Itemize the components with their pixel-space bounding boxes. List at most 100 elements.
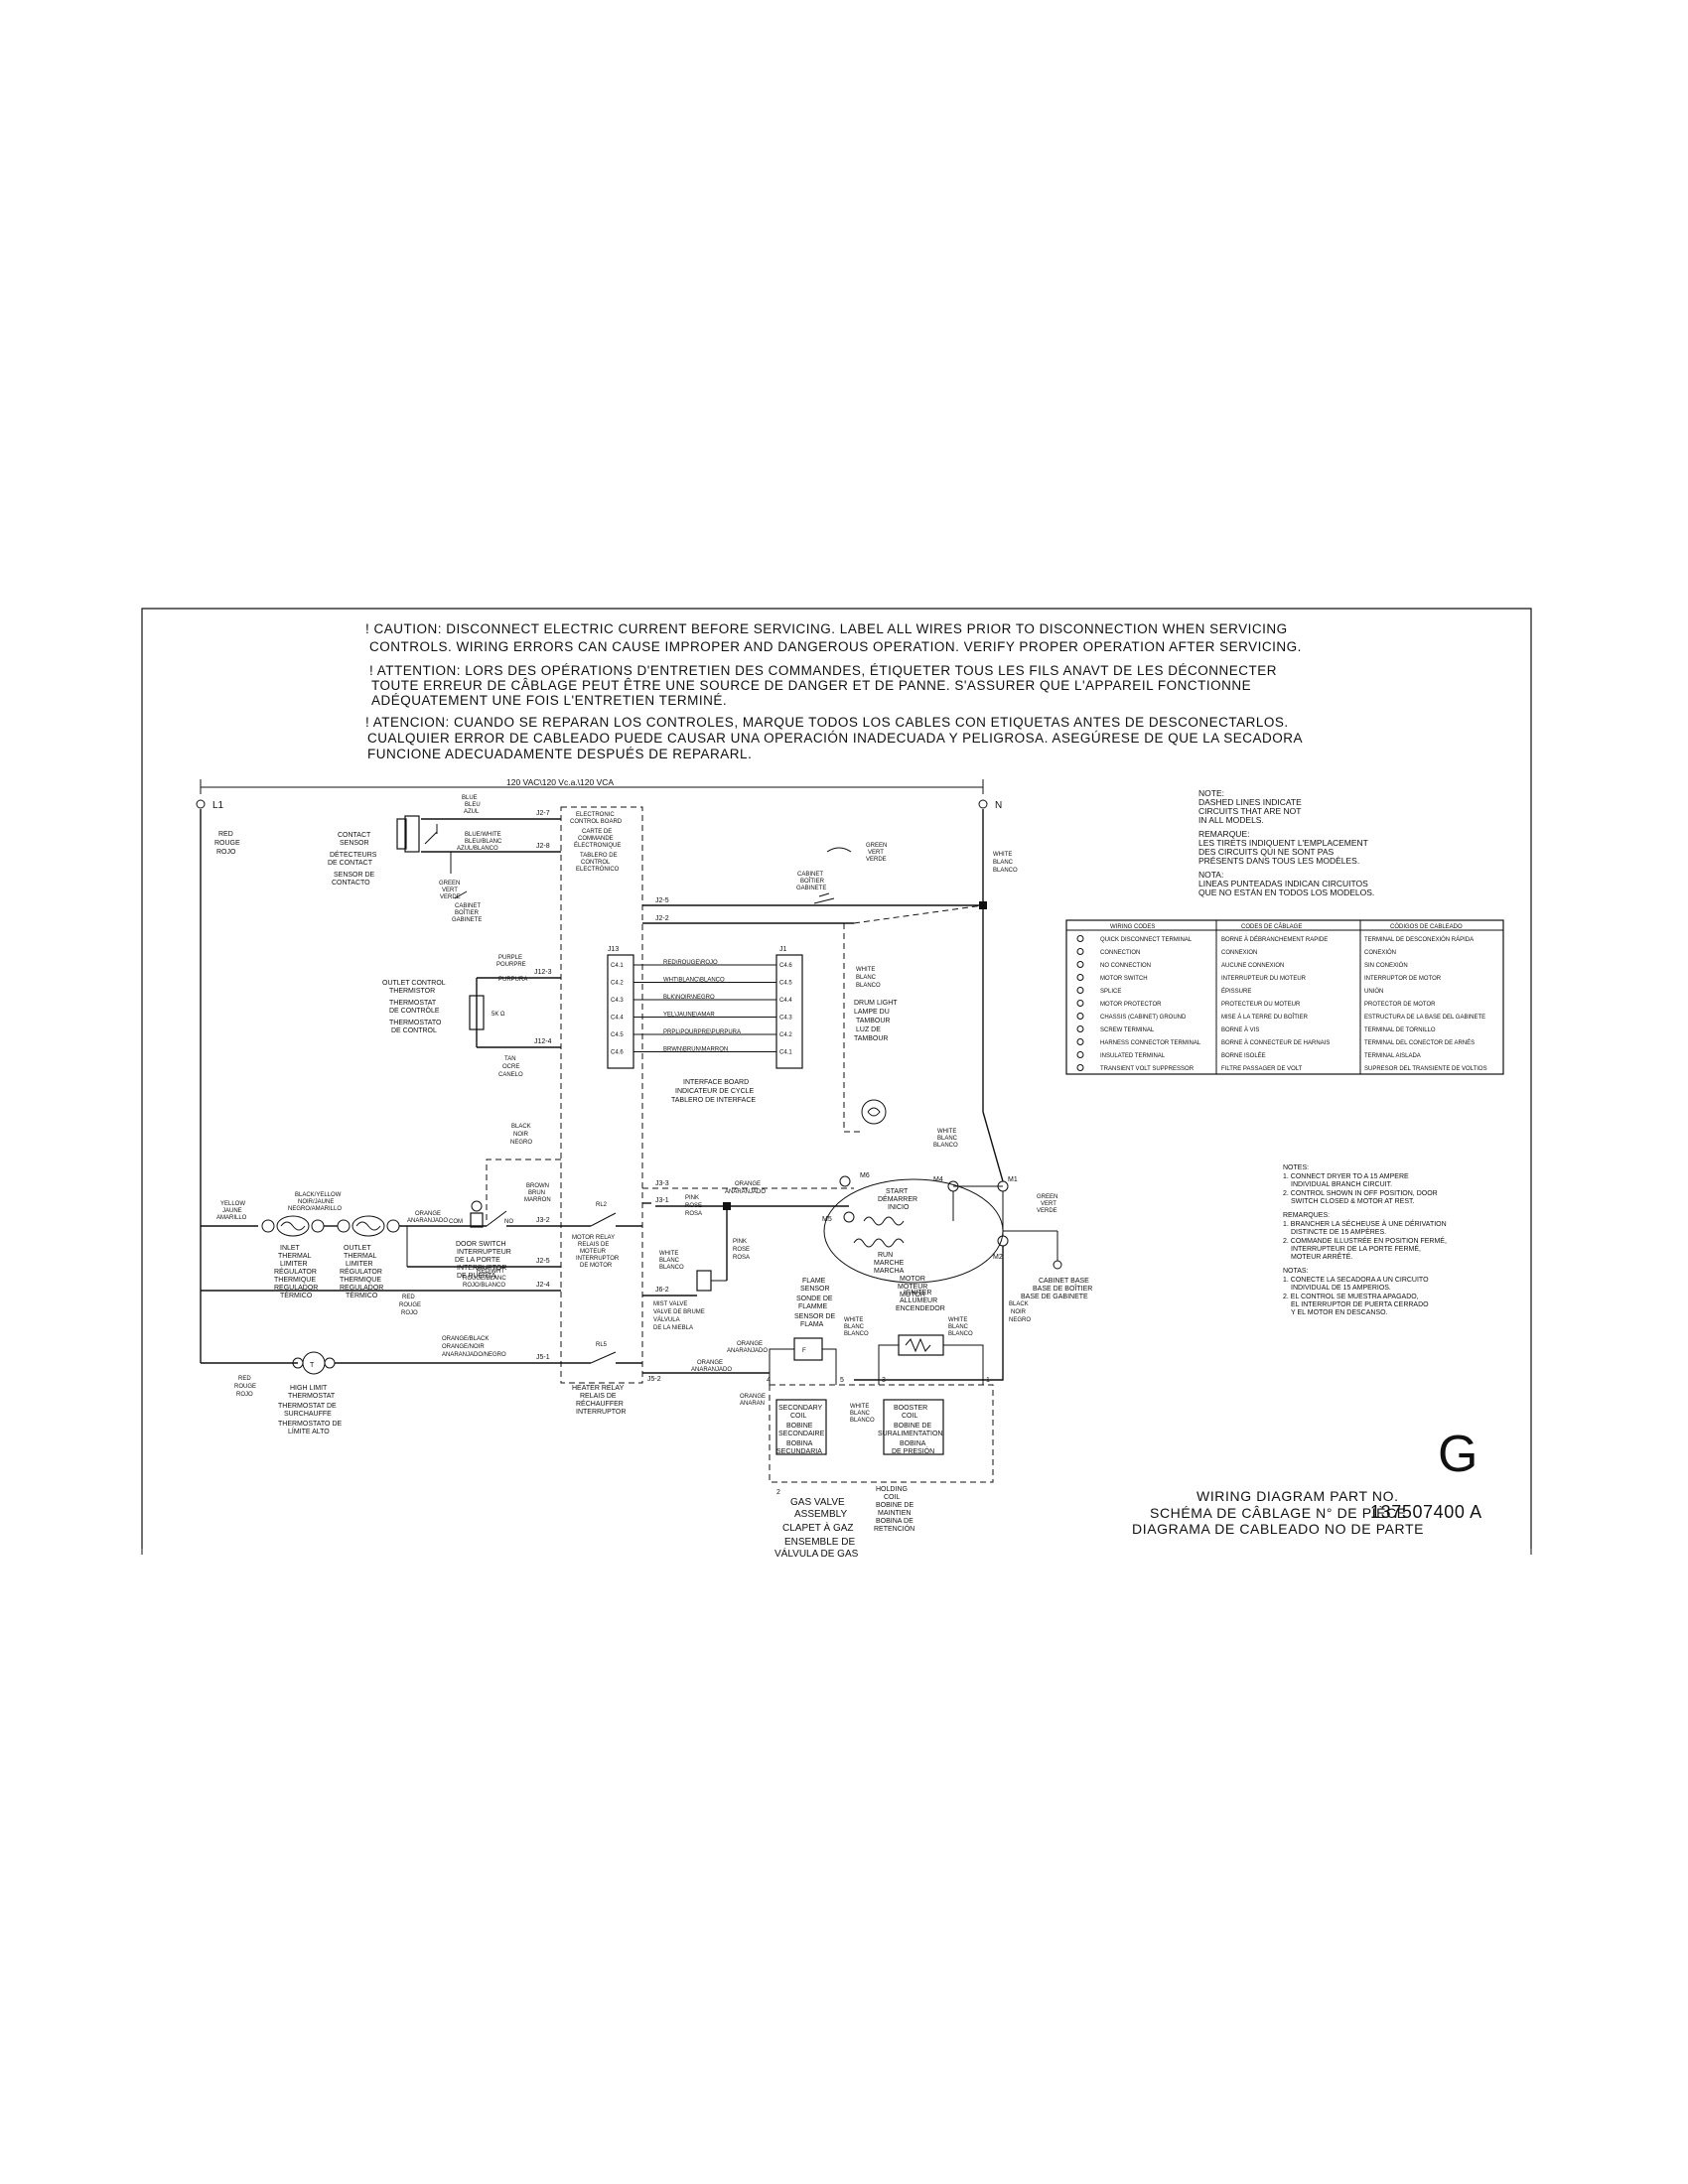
hc-l3: BOBINE DE — [876, 1502, 914, 1509]
notes-line: 2. EL CONTROL SE MUESTRA APAGADO, — [1283, 1294, 1419, 1300]
harness-wire-label: BRWN\BRUN\MARRON — [663, 1047, 728, 1053]
caution-es-3: FUNCIONE ADECUADAMENTE DESPUÉS DE REPARA… — [367, 747, 752, 761]
otherm-l1: OUTLET CONTROL — [382, 980, 446, 987]
hc-l5: BOBINA DE — [876, 1518, 914, 1525]
fs-l6: FLAMA — [800, 1321, 824, 1328]
fs-symbol: F — [802, 1348, 806, 1354]
blue-white-fr: BLEU/BLANC — [465, 839, 502, 845]
code-es: PROTECTOR DE MOTOR — [1364, 1002, 1436, 1008]
code-en: MOTOR SWITCH — [1100, 976, 1148, 982]
mv-l2: VALVE DE BRUME — [653, 1309, 705, 1315]
dl-white-fr: BLANC — [856, 975, 877, 981]
yellow-en: YELLOW — [220, 1201, 245, 1207]
cb-l2: BASE DE BOÎTIER — [1033, 1284, 1092, 1293]
gv-w3-es: BLANCO — [850, 1418, 875, 1424]
gv-n4: 4 — [767, 1377, 771, 1384]
note-dashed-line: REMARQUE: — [1198, 829, 1249, 839]
l1-color-en: RED — [218, 831, 233, 838]
cabinet-base-ground: GREEN VERT VERDE CABINET BASE BASE DE BO… — [1003, 1194, 1092, 1300]
code-symbol-icon — [1076, 1000, 1084, 1007]
j33-orange-en: ORANGE — [735, 1181, 761, 1187]
pink2-fr: ROSE — [733, 1247, 750, 1253]
mr-l3: MOTEUR — [580, 1249, 607, 1255]
ig-l3: ENCENDEDOR — [896, 1305, 945, 1312]
mist-valve: J6-2 WHITE BLANC BLANCO MIST VALVE VALVE… — [642, 1251, 727, 1331]
blk-en: BLACK — [511, 1124, 531, 1130]
cb-l1: CABINET BASE — [1039, 1278, 1089, 1285]
conn-j2-8: J2-8 — [536, 843, 550, 850]
ig-l1: IGNITER — [904, 1290, 931, 1297]
outlet-l3: LIMITER — [346, 1261, 373, 1268]
rw-es: ROJO/BLANCO — [463, 1283, 505, 1289]
code-fr: FILTRE PASSAGER DE VOLT — [1221, 1066, 1303, 1072]
ob-en: ORANGE/BLACK — [442, 1336, 489, 1342]
hl-symbol: T — [310, 1362, 315, 1369]
m2-black-wire — [854, 1246, 1004, 1381]
bc-l3: BOBINE DE — [894, 1423, 931, 1430]
conn-j5-2: J5-2 — [647, 1376, 661, 1383]
tan-es: CANELO — [498, 1072, 523, 1078]
j2-2-dashed — [853, 904, 984, 924]
j13-label: J13 — [608, 946, 619, 953]
supply-voltage-label: 120 VAC\120 Vc.a.\120 VCA — [506, 777, 614, 787]
gv-w3-en: WHITE — [850, 1404, 869, 1410]
caution-en-2: CONTROLS. WIRING ERRORS CAN CAUSE IMPROP… — [369, 639, 1302, 654]
gnd-cab-fr: BOÎTIER — [800, 878, 825, 885]
note-dashed-line: QUE NO ESTÁN EN TODOS LOS MODELOS. — [1198, 887, 1374, 897]
hl-l3: THERMOSTAT DE — [278, 1403, 337, 1410]
blue-es: AZUL — [464, 809, 480, 815]
code-es: TERMINAL AISLADA — [1364, 1053, 1421, 1059]
code-es: ESTRUCTURA DE LA BASE DEL GABINETE — [1364, 1015, 1485, 1021]
orange-en: ORANGE — [415, 1211, 441, 1217]
notes-line: INDIVIDUAL DE 15 AMPERIOS. — [1291, 1285, 1391, 1292]
caution-block: ! CAUTION: DISCONNECT ELECTRIC CURRENT B… — [365, 621, 1303, 761]
ecb-l1: ELECTRONIC — [576, 812, 615, 818]
note-dashed-line: NOTA: — [1198, 870, 1223, 880]
code-symbol-icon — [1076, 948, 1084, 955]
dl-l2: LAMPE DU — [854, 1009, 890, 1016]
sc-l3: BOBINE — [786, 1423, 813, 1430]
door-l1: DOOR SWITCH — [456, 1241, 506, 1248]
code-symbol-icon — [1076, 1038, 1084, 1045]
codes-h2: CODES DE CÂBLAGE — [1241, 923, 1302, 930]
note-dashed-line: NOTE: — [1198, 788, 1224, 798]
fs-l4: FLAMME — [798, 1303, 828, 1310]
code-es: UNIÓN — [1364, 988, 1383, 995]
blue-en: BLUE — [462, 795, 478, 801]
ecb-l2: CONTROL BOARD — [570, 819, 623, 825]
gv-w1-fr: BLANC — [844, 1324, 865, 1330]
l1-label: L1 — [212, 800, 224, 811]
gnd-green-fr: VERT — [868, 850, 884, 856]
sc-l6: SECUNDARIA — [776, 1448, 822, 1455]
gv-n5: 5 — [840, 1377, 844, 1384]
bc-l1: BOOSTER — [894, 1405, 927, 1412]
conn-j2-4: J2-4 — [536, 1282, 550, 1289]
gv-or-en: ORANGE — [740, 1394, 766, 1400]
inlet-l1: INLET — [280, 1245, 301, 1252]
code-en: HARNESS CONNECTOR TERMINAL — [1100, 1040, 1201, 1046]
gnd-green-es: VERDE — [866, 857, 887, 863]
gas-valve-assembly: F FLAME SENSOR SONDE DE FLAMME SENSOR DE… — [727, 1278, 994, 1560]
code-fr: ÉPISSURE — [1221, 988, 1251, 995]
hl-l1: HIGH LIMIT — [290, 1385, 328, 1392]
gv-w2-en: WHITE — [948, 1317, 967, 1323]
dl-l4: LUZ DE — [856, 1026, 881, 1033]
j1-pin: C4.4 — [779, 998, 792, 1004]
ecb-l3: CARTE DE — [582, 829, 612, 835]
mv-l3: VÁLVULA — [653, 1316, 680, 1323]
mr-l2: RELAIS DE — [578, 1242, 609, 1248]
supply-voltage-dimension: 120 VAC\120 Vc.a.\120 VCA — [200, 777, 984, 794]
hl-l2: THERMOSTAT — [288, 1393, 336, 1400]
code-en: INSULATED TERMINAL — [1100, 1053, 1166, 1059]
outlet-l6: REGULADOR — [340, 1285, 383, 1292]
ecb-l7: CONTROL — [581, 860, 611, 866]
code-es: CONEXIÓN — [1364, 949, 1396, 956]
cb-green-en: GREEN — [1037, 1194, 1057, 1200]
code-es: TERMINAL DE TORNILLO — [1364, 1027, 1436, 1033]
harness-wire-label: PRPL\POURPRE\PURPURA — [663, 1029, 741, 1035]
ig-l2: ALLUMEUR — [900, 1297, 937, 1304]
interface-l1: INTERFACE BOARD — [683, 1079, 749, 1086]
rr-fr: ROUGE — [399, 1302, 421, 1308]
inlet-l2: THERMAL — [278, 1253, 312, 1260]
